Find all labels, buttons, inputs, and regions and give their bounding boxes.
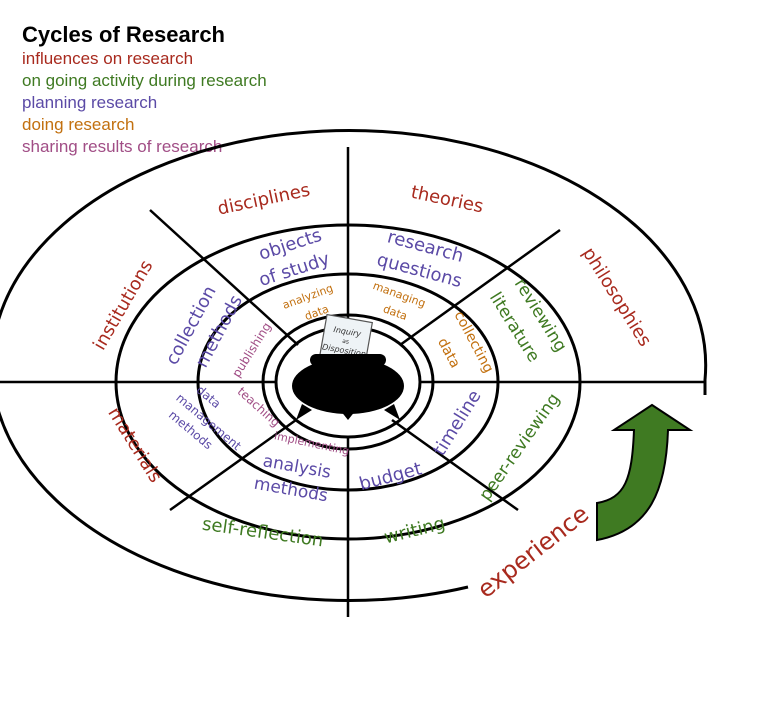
label-disciplines: disciplines <box>216 180 312 220</box>
legend-item-ongoing: on going activity during research <box>22 71 267 90</box>
diagram-title: Cycles of Research <box>22 22 225 47</box>
legend: Cycles of Research influences on researc… <box>22 22 267 158</box>
label-managing-line1: managing <box>371 279 427 310</box>
cauldron-icon: Inquiry as Disposition <box>292 313 404 420</box>
card-line2: as <box>342 338 350 346</box>
label-budget: budget <box>357 458 424 495</box>
legend-item-planning: planning research <box>22 93 158 112</box>
outer-ring-boundary <box>0 129 708 602</box>
label-managing-line2: data <box>381 302 409 323</box>
legend-item-doing: doing research <box>22 115 135 134</box>
label-materials: materials <box>103 404 166 487</box>
legend-item-sharing: sharing results of research <box>22 137 223 156</box>
label-timeline: timeline <box>429 387 486 460</box>
legend-item-influences: influences on research <box>22 49 194 68</box>
label-collecting-line2: data <box>434 335 463 370</box>
curved-up-arrow-icon <box>596 403 694 542</box>
label-philosophies: philosophies <box>578 244 655 351</box>
label-self-reflection: self-reflection <box>201 514 325 552</box>
label-experience: experience <box>472 500 594 604</box>
label-theories: theories <box>409 182 485 218</box>
ring-dividers <box>0 147 705 617</box>
label-implementing: implementing <box>273 429 350 458</box>
label-publishing: publishing <box>229 320 274 380</box>
label-writing: writing <box>382 513 447 548</box>
